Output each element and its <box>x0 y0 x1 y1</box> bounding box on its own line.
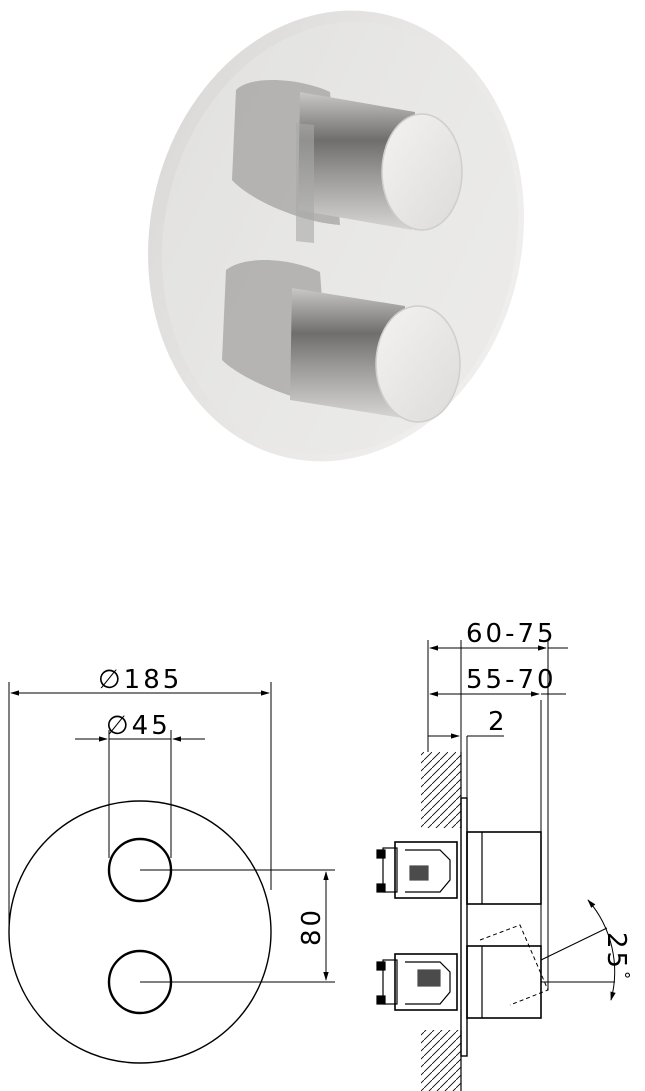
knob-spacing-label: 80 <box>297 907 327 946</box>
plate-thickness-label: 2 <box>488 707 508 737</box>
wall-section-lower <box>421 1030 461 1091</box>
valve-body-lower <box>376 953 458 1011</box>
front-view-labels: ∅185 ∅45 80 <box>98 665 327 946</box>
side-handle-rotated <box>479 924 549 1006</box>
angle-arc <box>587 899 616 1001</box>
lower-handle <box>222 260 461 423</box>
upper-handle <box>232 80 463 244</box>
front-plate-outline <box>8 800 272 1064</box>
side-handle-lower <box>466 945 542 1019</box>
knob-diameter-label: ∅45 <box>106 711 171 741</box>
wall-section-upper <box>421 752 461 828</box>
side-view <box>376 640 616 1091</box>
product-render <box>148 10 524 462</box>
body-range-label: 55-70 <box>466 665 557 695</box>
side-handle-upper <box>466 831 542 905</box>
degree-symbol: ° <box>614 971 633 982</box>
projection-range-label: 60-75 <box>466 619 557 649</box>
upper-knob-cap <box>381 113 463 231</box>
lower-knob-cap <box>375 305 461 423</box>
plate-diameter-label: ∅185 <box>98 665 182 695</box>
side-cover-plate <box>460 797 468 1057</box>
valve-body-upper <box>376 841 458 899</box>
front-view <box>8 682 335 1064</box>
rotation-angle-label: 25° <box>601 932 633 982</box>
side-view-labels: 60-75 55-70 2 25° <box>466 619 633 982</box>
